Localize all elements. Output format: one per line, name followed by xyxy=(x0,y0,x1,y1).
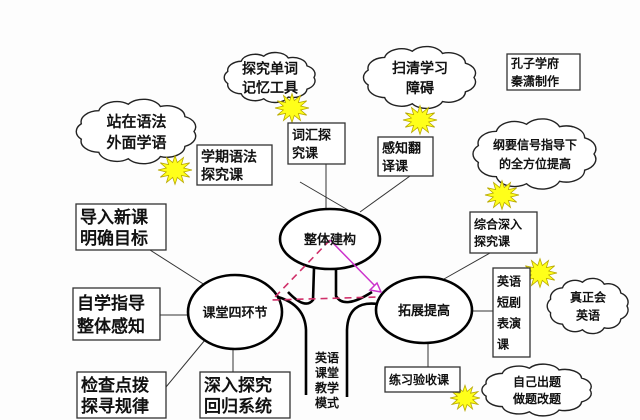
box-text: 自学指导 xyxy=(77,293,145,314)
tree-trunk xyxy=(277,267,379,397)
box-text: 究课 xyxy=(292,145,319,161)
cloud-text: 做题改题 xyxy=(512,391,562,406)
star-burst-icon xyxy=(449,384,481,413)
box-text: 学期语法 xyxy=(201,148,257,165)
cloud-text: 扫清学习 xyxy=(392,60,448,77)
dashed-relation-line xyxy=(270,239,379,301)
svg-text:模式: 模式 xyxy=(315,395,339,410)
box-text: 整体感知 xyxy=(77,316,145,337)
box-text: 秦潇制作 xyxy=(510,74,559,89)
svg-text:英语: 英语 xyxy=(315,350,339,365)
box-text: 明确目标 xyxy=(80,228,148,249)
box-text: 探究课 xyxy=(474,234,511,249)
cloud-text: 记忆工具 xyxy=(242,79,298,96)
cloud-text: 自己出题 xyxy=(513,374,562,389)
right-hub-node xyxy=(374,275,474,345)
svg-text:课堂: 课堂 xyxy=(315,365,339,380)
star-burst-icon xyxy=(484,179,520,211)
arrow-head-icon xyxy=(368,281,383,293)
svg-text:教学: 教学 xyxy=(314,380,339,395)
box-text: 深入探究 xyxy=(204,375,272,396)
box-practice-lesson: 练习验收课 xyxy=(384,366,461,393)
box-text: 词汇探 xyxy=(292,127,331,143)
box-text: 表演 xyxy=(496,316,521,331)
left-hub-node xyxy=(186,273,284,351)
cloud-text: 的全方位提高 xyxy=(499,156,571,171)
cloud-text: 真正会 xyxy=(570,290,607,305)
star-burst-icon xyxy=(402,104,438,136)
box-text: 检查点拨 xyxy=(81,375,150,396)
connectors xyxy=(149,164,493,388)
box-text: 感知翻 xyxy=(382,140,421,156)
star-burst-icon xyxy=(157,154,193,186)
trunk-label: 英语 课堂 教学 模式 xyxy=(314,350,339,410)
center-node xyxy=(278,207,382,271)
cloud-text: 障碍 xyxy=(406,80,434,97)
center-label: 整体建构 xyxy=(303,232,356,248)
left-hub-label: 课堂四环节 xyxy=(202,305,267,321)
box-text: 课 xyxy=(497,337,510,352)
box-text: 孔子学府 xyxy=(511,56,559,71)
right-hub-label: 拓展提高 xyxy=(398,303,450,319)
box-text: 译课 xyxy=(382,159,409,174)
arrow-line xyxy=(329,239,378,289)
box-text: 英语 xyxy=(497,274,521,289)
box-text: 探究课 xyxy=(201,166,244,183)
box-text: 综合深入 xyxy=(474,217,522,232)
star-burst-icon xyxy=(274,92,310,124)
cloud-text: 外面学语 xyxy=(105,134,166,152)
box-text: 回归系统 xyxy=(204,396,272,417)
cloud-text: 纲要信号指导下 xyxy=(493,137,577,152)
cloud-text: 站在语法 xyxy=(106,113,166,131)
cloud-text: 英语 xyxy=(576,308,600,323)
box-text: 练习验收课 xyxy=(389,372,450,387)
cloud-text: 探究单词 xyxy=(242,60,298,77)
box-text: 探寻规律 xyxy=(81,396,149,417)
box-text: 短剧 xyxy=(497,295,521,310)
box-text: 导入新课 xyxy=(80,207,149,228)
